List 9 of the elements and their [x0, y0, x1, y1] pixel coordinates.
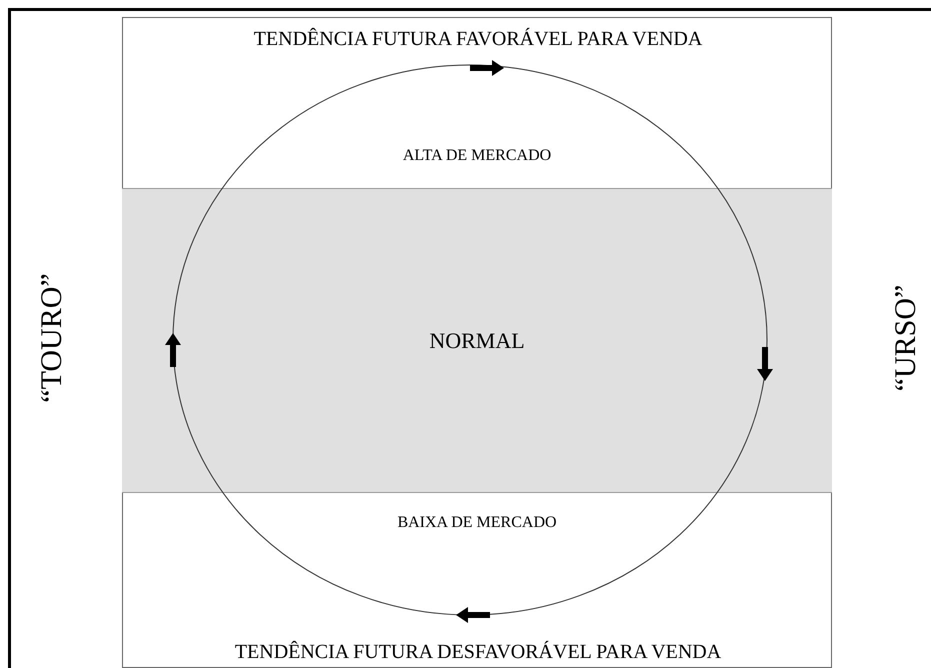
trend-heading: TENDÊNCIA FUTURA DESFAVORÁVEL PARA VENDA [234, 642, 722, 662]
frame-box [122, 17, 832, 668]
shaded-band [122, 188, 832, 493]
zone-label: ALTA DE MERCADO [402, 148, 552, 164]
zone-label: BAIXA DE MERCADO [397, 515, 557, 531]
zone-label: NORMAL [429, 330, 525, 352]
trend-heading: TENDÊNCIA FUTURA FAVORÁVEL PARA VENDA [254, 29, 702, 49]
side-label: “TOURO” [37, 273, 67, 403]
side-label: “URSO” [891, 284, 921, 392]
